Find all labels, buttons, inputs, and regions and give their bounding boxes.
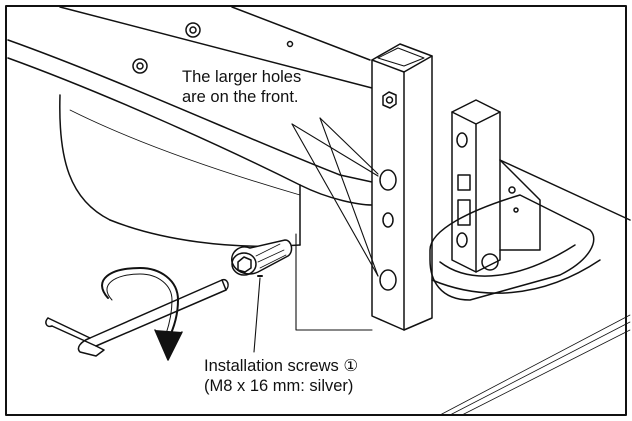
larger-holes-line2: are on the front.	[182, 88, 299, 106]
leader-lines	[253, 117, 379, 353]
base-plate	[429, 159, 631, 301]
rotation-arrow	[101, 267, 183, 361]
vertical-bracket	[371, 43, 433, 331]
installation-screws-line2: (M8 x 16 mm: silver)	[204, 377, 354, 395]
cylinder-body	[59, 94, 301, 247]
diagram-border	[5, 5, 627, 416]
floor-lines	[439, 314, 631, 416]
right-mount-bracket	[451, 99, 541, 273]
installation-screw	[231, 239, 293, 276]
installation-screws-callout: Installation screws ① (M8 x 16 mm: silve…	[204, 356, 358, 396]
larger-holes-line1: The larger holes	[182, 68, 302, 86]
plate-bolt-heads	[132, 22, 294, 74]
hex-key-wrench	[45, 278, 229, 357]
installation-screws-line1: Installation screws ①	[204, 357, 359, 375]
larger-holes-callout: The larger holes are on the front.	[182, 67, 301, 107]
